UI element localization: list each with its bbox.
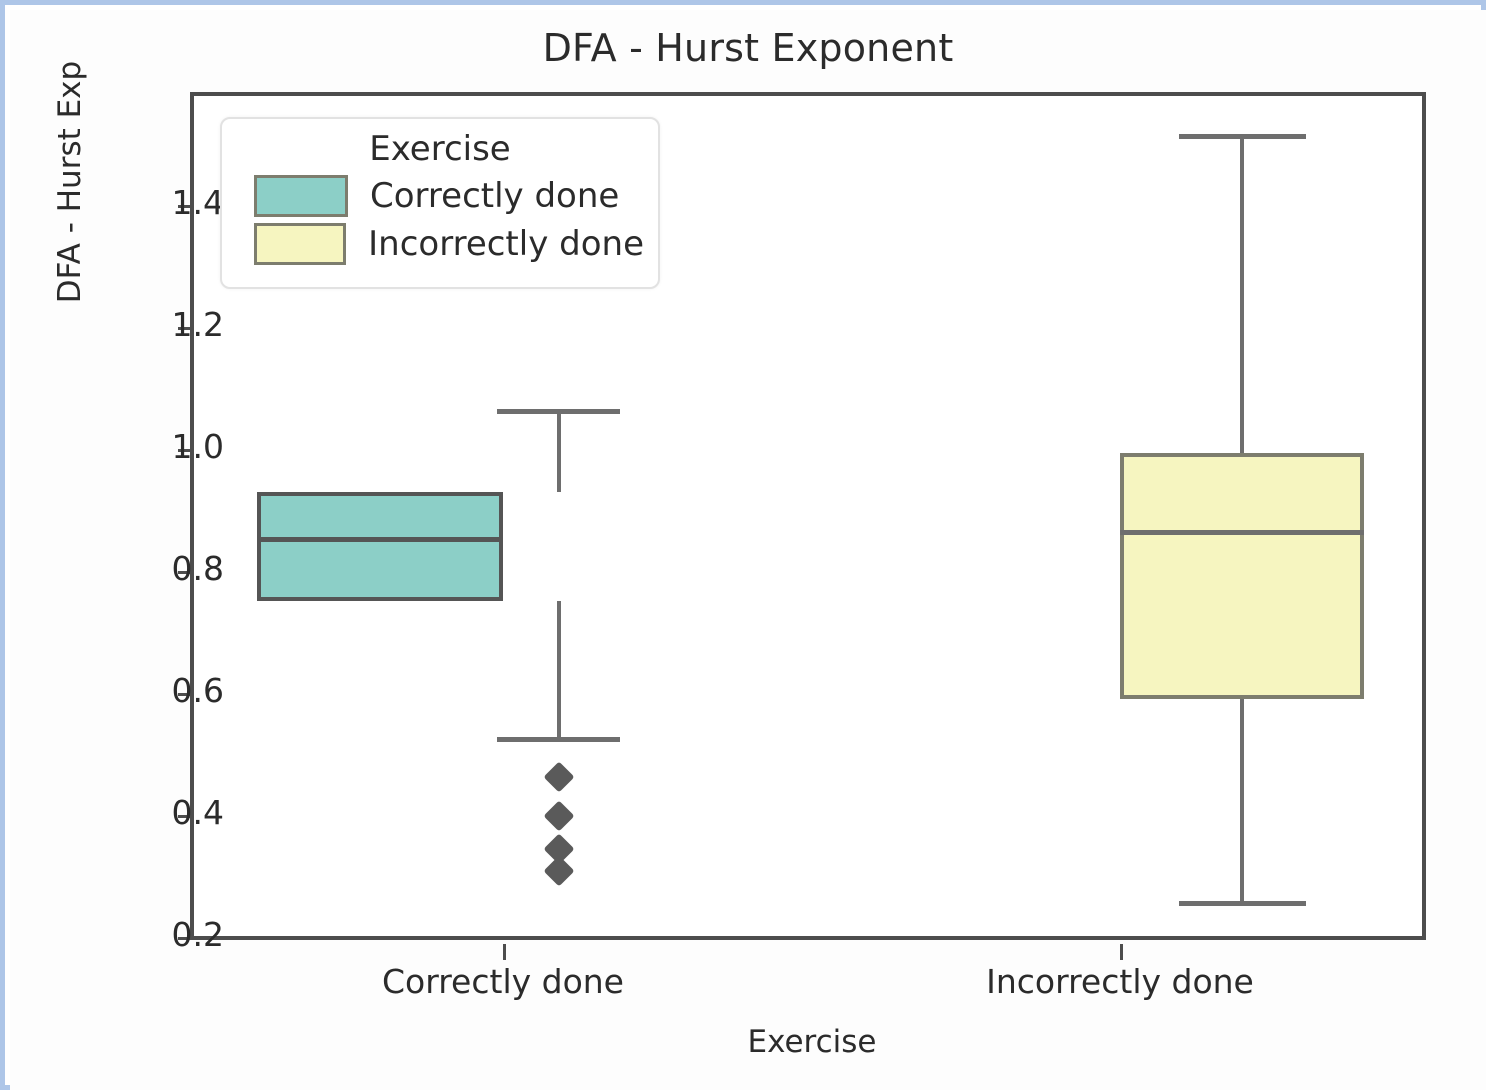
x-tick-label: Correctly done	[382, 962, 624, 1001]
legend-label: Correctly done	[370, 176, 620, 216]
legend-item-incorrectly-done[interactable]: Incorrectly done	[254, 223, 644, 265]
whisker-cap-lower	[1179, 901, 1306, 906]
figure-canvas: DFA - Hurst Exponent 0.2 0.4 0.6 0.8 1.0…	[10, 10, 1486, 1090]
x-tick-mark	[1120, 944, 1123, 960]
chart-title: DFA - Hurst Exponent	[542, 26, 954, 70]
y-tick-mark	[178, 205, 194, 208]
legend-swatch-incorrectly-done	[254, 223, 347, 265]
legend-swatch-correctly-done	[254, 175, 348, 217]
x-tick-label: Incorrectly done	[986, 962, 1254, 1001]
plot-area: 0.2 0.4 0.6 0.8 1.0 1.2 1.4 DFA - Hurst …	[52, 61, 1426, 1060]
y-tick-mark	[178, 449, 194, 452]
box-iqr	[1120, 453, 1364, 699]
y-tick-mark	[178, 571, 194, 574]
whisker-cap-lower	[497, 737, 620, 742]
y-tick-mark	[178, 815, 194, 818]
median-line	[1120, 530, 1364, 535]
median-line	[257, 537, 503, 542]
y-tick-mark	[178, 937, 194, 940]
legend-item-correctly-done[interactable]: Correctly done	[254, 175, 644, 217]
box-iqr	[257, 492, 503, 601]
x-tick-mark	[503, 944, 506, 960]
outlier-point	[543, 761, 575, 793]
y-tick-label: 0.8	[171, 549, 224, 588]
x-axis-label: Exercise	[747, 1024, 877, 1060]
whisker-lower	[557, 601, 561, 739]
legend-title: Exercise	[369, 129, 511, 169]
y-tick-mark	[178, 327, 194, 330]
y-tick-label: 0.4	[171, 793, 224, 832]
y-tick-label: 1.2	[171, 305, 224, 344]
whisker-upper	[557, 409, 561, 492]
y-tick-label: 0.2	[171, 915, 224, 954]
y-tick-label: 1.4	[171, 183, 224, 222]
outlier-point	[543, 855, 575, 887]
legend[interactable]: Exercise Correctly done Incorrectly done	[220, 117, 660, 289]
outlier-point	[543, 800, 575, 832]
whisker-upper	[1240, 134, 1244, 453]
whisker-lower	[1240, 699, 1244, 904]
y-axis-label: DFA - Hurst Exp	[52, 60, 88, 304]
y-tick-label: 1.0	[171, 427, 224, 466]
y-tick-label: 0.6	[171, 671, 224, 710]
legend-label: Incorrectly done	[368, 224, 644, 264]
y-tick-mark	[178, 693, 194, 696]
